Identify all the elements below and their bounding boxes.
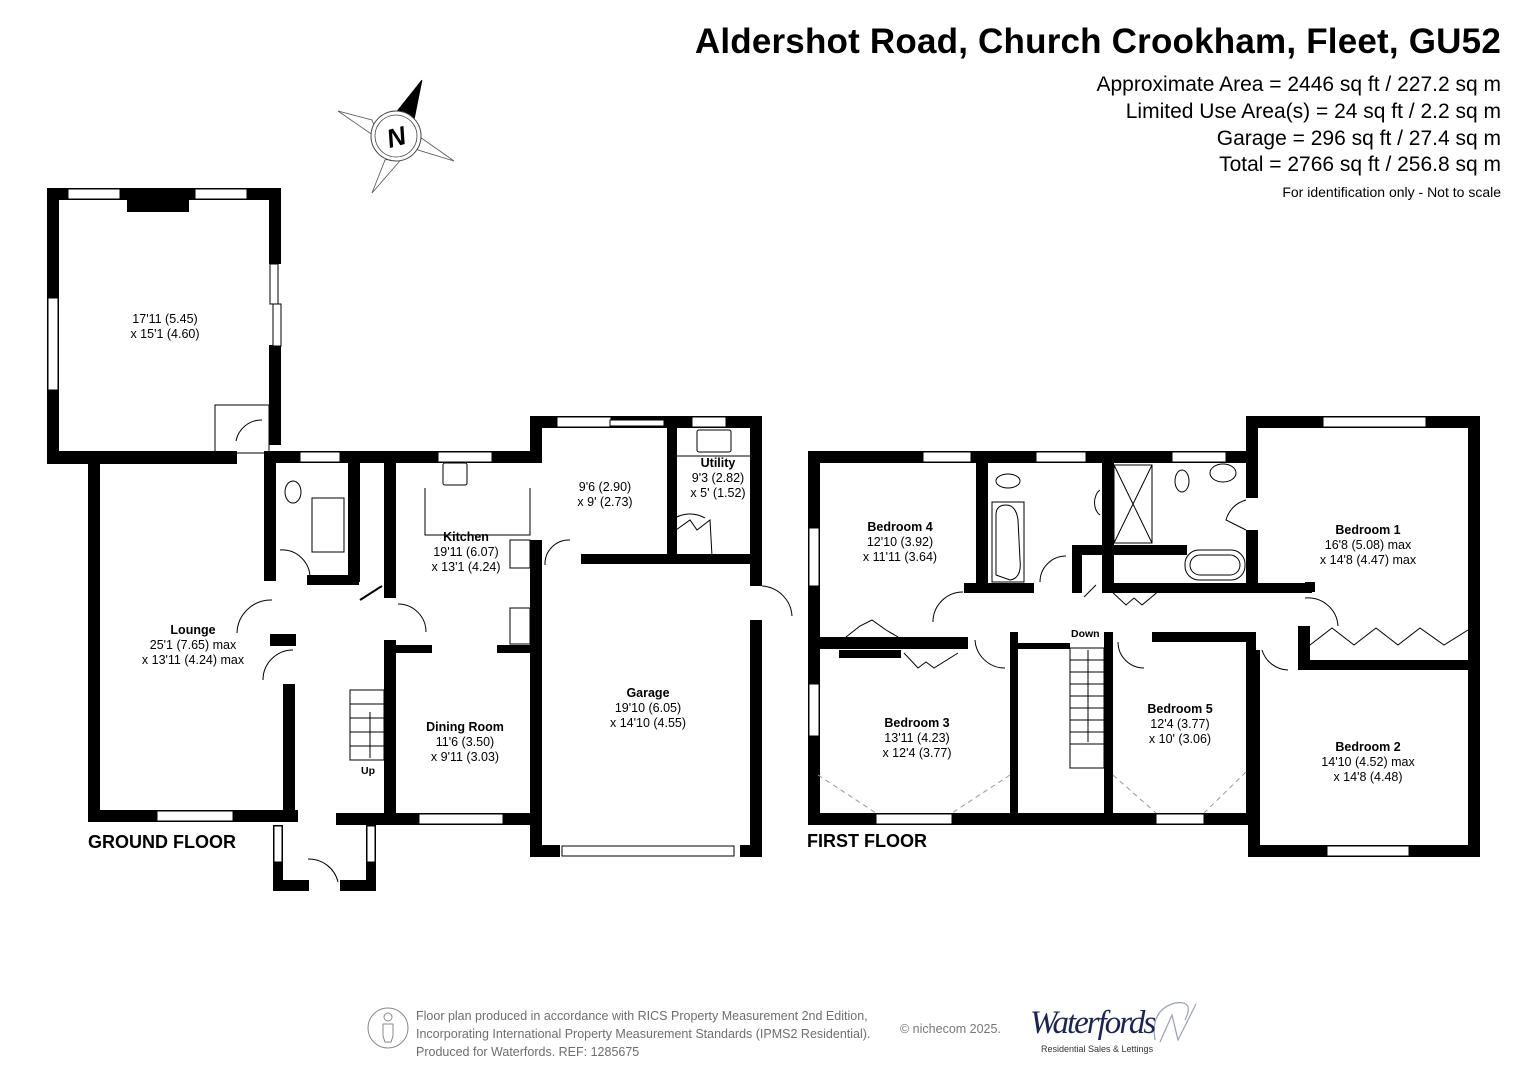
footer-line: Incorporating International Property Mea…	[416, 1027, 871, 1041]
room-dim1: 9'3 (2.82)	[691, 471, 745, 485]
room-dim2: x 9'11 (3.03)	[430, 750, 500, 764]
scale-note: For identification only - Not to scale	[1282, 184, 1501, 200]
room-dim1: 16'8 (5.08) max	[1324, 538, 1412, 552]
room-bedroom-1: Bedroom 1 16'8 (5.08) max x 14'8 (4.47) …	[1320, 523, 1416, 568]
first-floor-walls	[808, 416, 1480, 857]
room-dim2: x 13'11 (4.24) max	[141, 653, 245, 667]
room-dim1: 25'1 (7.65) max	[149, 638, 237, 652]
room-dim1: 11'6 (3.50)	[435, 735, 495, 749]
room-lounge: Lounge 25'1 (7.65) max x 13'11 (4.24) ma…	[142, 623, 244, 668]
waterfords-logo-swoosh	[1153, 1002, 1197, 1043]
room-dim1: 17'11 (5.45)	[132, 312, 198, 326]
room-dim1: 19'10 (6.05)	[614, 701, 682, 715]
ground-floor-label: GROUND FLOOR	[88, 832, 236, 852]
garage-area: Garage = 296 sq ft / 27.4 sq m	[1216, 127, 1501, 150]
room-name: Bedroom 5	[1147, 702, 1213, 716]
north-arrow-compass-icon: N	[337, 79, 455, 194]
room-name: Dining Room	[426, 720, 504, 734]
brand-logo-text: Waterfords	[1030, 1005, 1156, 1041]
first-floor-label: FIRST FLOOR	[807, 831, 927, 851]
rics-person-icon	[367, 1007, 409, 1049]
room-name: Garage	[626, 686, 670, 700]
room-name: Bedroom 4	[867, 520, 933, 534]
room-name: Bedroom 2	[1335, 740, 1401, 754]
room-name: Kitchen	[443, 530, 489, 544]
room-dim2: x 9' (2.73)	[577, 495, 633, 509]
approximate-area: Approximate Area = 2446 sq ft / 227.2 sq…	[1096, 73, 1502, 96]
room-conservatory: 17'11 (5.45) x 15'1 (4.60)	[130, 312, 199, 342]
ground-floor-walls	[47, 188, 762, 891]
room-kitchen: Kitchen 19'11 (6.07) x 13'1 (4.24)	[431, 530, 500, 575]
room-dim1: 19'11 (6.07)	[433, 545, 499, 559]
room-bedroom-4: Bedroom 4 12'10 (3.92) x 11'11 (3.64)	[863, 520, 937, 565]
stairs-down-label: Down	[1071, 628, 1100, 640]
room-dim1: 9'6 (2.90)	[578, 480, 632, 494]
room-dining: Dining Room 11'6 (3.50) x 9'11 (3.03)	[426, 720, 504, 765]
room-dim2: x 10' (3.06)	[1148, 732, 1212, 746]
footer-line: Produced for Waterfords. REF: 1285675	[416, 1045, 640, 1059]
room-name: Bedroom 1	[1335, 523, 1401, 537]
room-garage: Garage 19'10 (6.05) x 14'10 (4.55)	[610, 686, 686, 731]
room-name: Lounge	[170, 623, 216, 637]
room-dim2: x 15'1 (4.60)	[130, 327, 200, 341]
room-dim2: x 14'8 (4.47) max	[1319, 553, 1417, 567]
room-dim2: x 14'8 (4.48)	[1333, 770, 1403, 784]
brand-tagline: Residential Sales & Lettings	[1041, 1044, 1154, 1054]
rics-footer-text: Floor plan produced in accordance with R…	[416, 1007, 870, 1061]
room-dim1: 13'11 (4.23)	[884, 731, 950, 745]
limited-use-area: Limited Use Area(s) = 24 sq ft / 2.2 sq …	[1125, 100, 1501, 123]
room-dim2: x 12'4 (3.77)	[882, 746, 952, 760]
room-name: Bedroom 3	[884, 716, 950, 730]
room-dim1: 14'10 (4.52) max	[1321, 755, 1415, 769]
room-dim2: x 11'11 (3.64)	[862, 550, 938, 564]
page-title: Aldershot Road, Church Crookham, Fleet, …	[694, 22, 1501, 61]
copyright: © nichecom 2025.	[900, 1022, 1001, 1036]
room-rear-lobby: 9'6 (2.90) x 9' (2.73)	[577, 480, 632, 510]
room-dim2: x 5' (1.52)	[690, 486, 746, 500]
room-dim2: x 14'10 (4.55)	[609, 716, 687, 730]
room-bedroom-3: Bedroom 3 13'11 (4.23) x 12'4 (3.77)	[882, 716, 951, 761]
room-bedroom-2: Bedroom 2 14'10 (4.52) max x 14'8 (4.48)	[1321, 740, 1414, 785]
room-dim2: x 13'1 (4.24)	[431, 560, 501, 574]
room-utility: Utility 9'3 (2.82) x 5' (1.52)	[690, 456, 745, 501]
room-dim1: 12'10 (3.92)	[866, 535, 934, 549]
room-dim1: 12'4 (3.77)	[1150, 717, 1210, 731]
total-area: Total = 2766 sq ft / 256.8 sq m	[1219, 153, 1501, 176]
room-bedroom-5: Bedroom 5 12'4 (3.77) x 10' (3.06)	[1147, 702, 1212, 747]
room-name: Utility	[700, 456, 736, 470]
stairs-up-label: Up	[361, 765, 375, 777]
footer-line: Floor plan produced in accordance with R…	[416, 1009, 868, 1023]
